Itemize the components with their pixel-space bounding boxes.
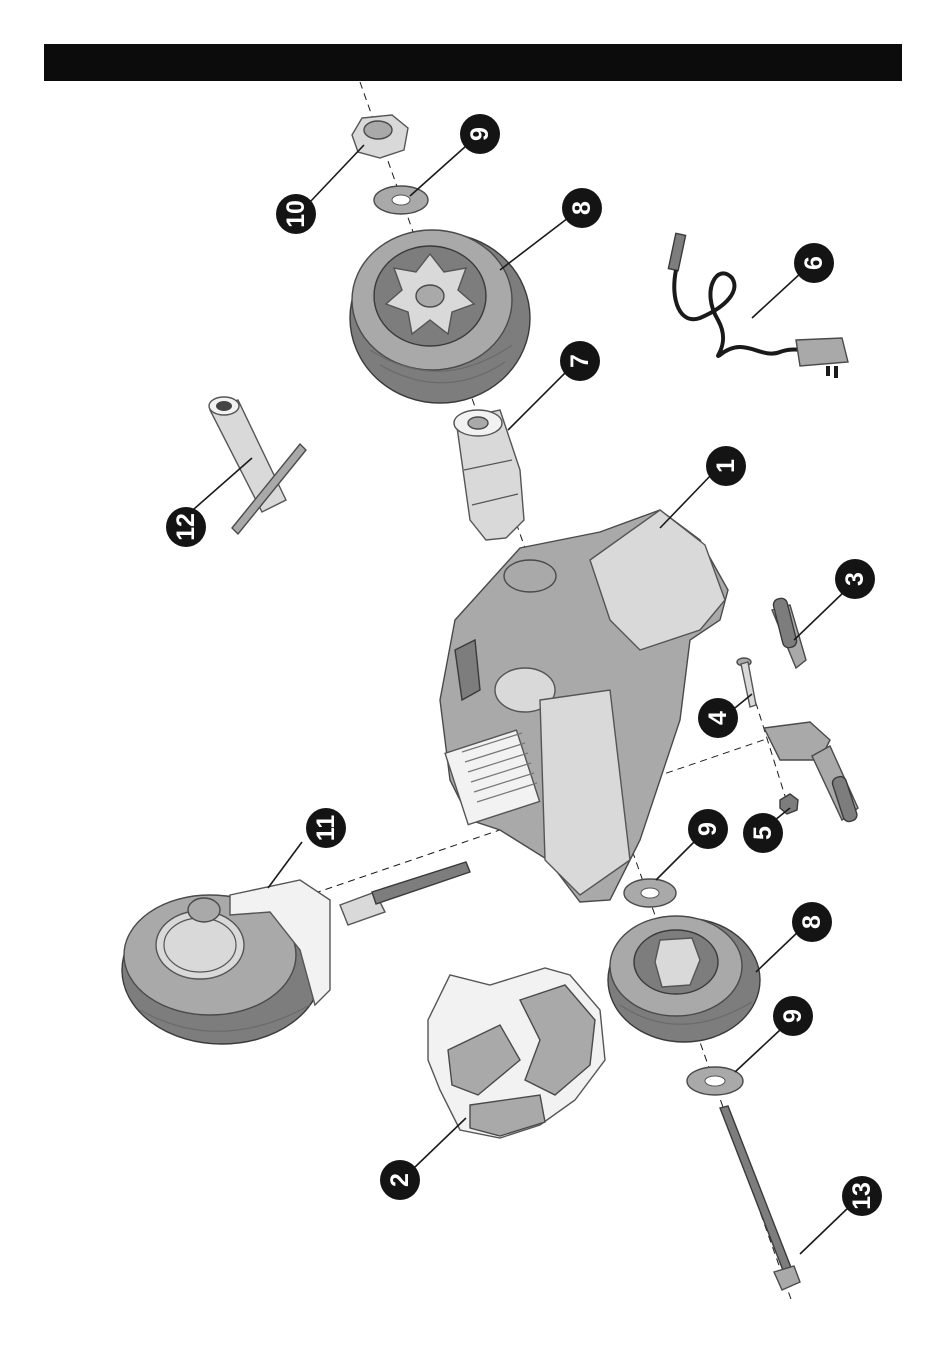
rear-wheel-top	[350, 230, 530, 403]
callout-3-label: 3	[841, 572, 869, 586]
callout-8-top-label: 8	[568, 201, 596, 215]
screw-part	[737, 658, 756, 707]
callout-9-middle: 9	[688, 809, 728, 849]
callout-9-bottom-label: 9	[779, 1009, 807, 1023]
washer-top	[374, 186, 428, 214]
motorcycle-body	[440, 510, 728, 902]
washer-bottom	[687, 1067, 743, 1095]
axle-hub-part	[454, 410, 524, 540]
front-wheel-assembly	[122, 862, 470, 1044]
callout-9-middle-label: 9	[694, 822, 722, 836]
callout-4: 4	[698, 698, 738, 738]
wrench-tool	[209, 397, 306, 534]
callout-4-label: 4	[704, 711, 732, 725]
callout-8-bottom: 8	[792, 902, 832, 942]
callout-5-label: 5	[749, 826, 777, 840]
callout-10-label: 10	[282, 200, 310, 228]
callout-6: 6	[794, 243, 834, 283]
washer-middle	[624, 879, 676, 907]
callout-5: 5	[743, 813, 783, 853]
bolt-part	[720, 1106, 800, 1290]
callout-1-label: 1	[712, 459, 740, 473]
rear-wheel-bottom	[608, 916, 760, 1042]
callout-8-top: 8	[562, 188, 602, 228]
callout-13-label: 13	[848, 1182, 876, 1210]
front-cowl-part	[428, 968, 605, 1138]
handlebar-part	[764, 597, 858, 823]
nut-part	[352, 115, 408, 158]
callout-13: 13	[842, 1176, 882, 1216]
callout-11: 11	[306, 808, 346, 848]
callout-11-label: 11	[312, 815, 340, 842]
small-nut-part	[780, 794, 798, 814]
callout-12-label: 12	[172, 513, 200, 541]
callout-10: 10	[276, 194, 316, 234]
callout-6-label: 6	[800, 256, 828, 270]
callout-2: 2	[380, 1160, 420, 1200]
callout-12: 12	[166, 507, 206, 547]
callout-1: 1	[706, 446, 746, 486]
callout-8-bottom-label: 8	[798, 915, 826, 929]
callout-9-top-label: 9	[466, 127, 494, 141]
callout-2-label: 2	[386, 1173, 414, 1187]
callout-7: 7	[560, 341, 600, 381]
callout-9-bottom: 9	[773, 996, 813, 1036]
callout-7-label: 7	[566, 354, 594, 368]
callout-3: 3	[835, 559, 875, 599]
callout-9-top: 9	[460, 114, 500, 154]
